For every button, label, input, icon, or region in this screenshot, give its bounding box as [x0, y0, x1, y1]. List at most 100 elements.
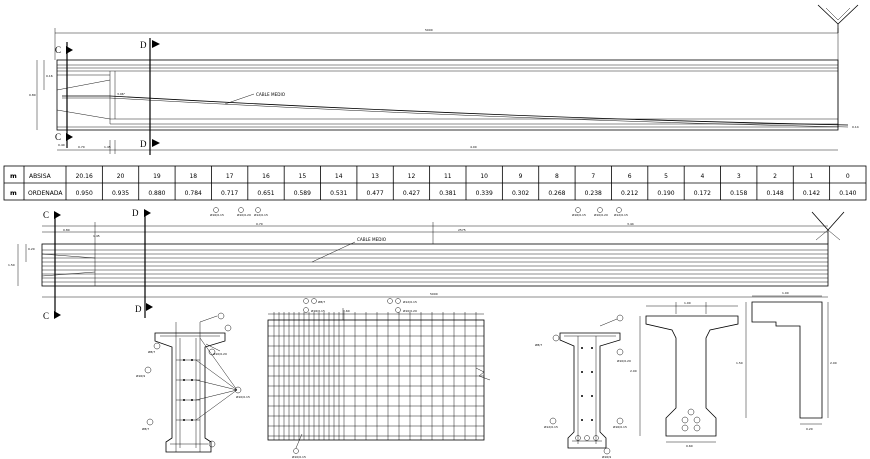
detail-right-callout-2: Ø10/0.20	[617, 358, 631, 363]
callout-left-2: Ø10/0.20	[237, 212, 251, 217]
table-abscissa-cell: 20.16	[76, 173, 93, 180]
top-end-value: 0.14	[852, 125, 859, 129]
table-ordinate-cell: 0.477	[366, 190, 383, 197]
north-symbol-bottom	[811, 211, 845, 244]
grid-callout-5: Ø10/0.15	[292, 454, 306, 459]
table-ordinate-cell: 0.717	[221, 190, 238, 197]
table-ordinate-cell: 0.190	[657, 190, 674, 197]
table-abscissa-cell: 1	[810, 173, 814, 180]
end-block-height-dim: 1.50	[736, 361, 743, 365]
elevation-top: 5000 3.96° CABLE MEDIO 0.14 0.80 0.16 0.…	[29, 4, 859, 155]
top-dim-long: 4.00	[470, 145, 477, 149]
table-unit-2: m	[10, 189, 17, 197]
bottom-dim-e: 3.44	[627, 222, 634, 226]
callout-right-1: Ø16/0.15	[572, 212, 586, 217]
detail-left-callout-1: Ø8/7	[148, 349, 155, 354]
table-abscissa-cell: 0	[846, 173, 850, 180]
section-mark-c-top: C	[55, 45, 61, 55]
table-abscissa-cell: 2	[773, 173, 777, 180]
table-abscissa-cell: 6	[628, 173, 632, 180]
section-mark-d-top-2: D	[132, 208, 139, 218]
cs-height-dim: 2.00	[630, 369, 637, 373]
top-total-length: 5000	[425, 28, 433, 32]
bottom-dim-a: 0.80	[63, 228, 70, 232]
section-mark-c-bottom: C	[55, 132, 61, 142]
section-detail-right: Ø8/7 Ø10/0.20 Ø12/0.15 Ø16/0.15 Ø16/9	[535, 314, 631, 459]
section-detail-left: Ø8/7 Ø16/9 Ø10/0.15 Ø8/7 Ø10/0.20	[136, 312, 250, 453]
table-ordinate-cell: 0.268	[548, 190, 565, 197]
callout-group-right: Ø16/0.15 Ø10/0.20 Ø12/0.15	[572, 207, 628, 217]
end-block-section: 1.00 1.50 2.00 0.20	[736, 291, 837, 431]
table-abscissa-cell: 4	[700, 173, 704, 180]
table-ordinate-cell: 0.531	[330, 190, 347, 197]
table-ordinate-cell: 0.212	[621, 190, 638, 197]
grid-dim: 0.60	[343, 309, 350, 313]
table-row1-label: ABSISA	[29, 173, 52, 180]
table-ordinate-cell: 0.651	[257, 190, 274, 197]
section-mark-d-bottom: D	[140, 139, 147, 149]
end-block-bottom-dim: 0.20	[806, 427, 813, 431]
table-unit-1: m	[10, 172, 17, 180]
top-dim-small-1: 0.70	[78, 145, 85, 149]
cs-flange-dim: 1.00	[684, 301, 691, 305]
table-ordinate-cell: 0.784	[185, 190, 202, 197]
table-abscissa-cell: 11	[444, 173, 452, 180]
top-side-dim-2: 0.16	[46, 74, 53, 78]
top-bottom-dim: 0.40	[58, 143, 65, 147]
table-abscissa-cell: 10	[480, 173, 488, 180]
table-abscissa-cell: 12	[408, 173, 416, 180]
elevation-bottom: CABLE MEDIO 0.80 1.45 0.70 2575 3.44 1.5…	[8, 207, 845, 321]
detail-right-callout-1: Ø8/7	[535, 342, 542, 347]
table-ordinate-cell: 0.172	[694, 190, 711, 197]
table-ordinate-cell: 0.381	[439, 190, 456, 197]
end-block-top-dim: 1.00	[782, 291, 789, 295]
bottom-dim-g: 0.20	[28, 247, 35, 251]
table-abscissa-cell: 19	[153, 173, 161, 180]
grid-callout-3: Ø12/0.15	[403, 299, 417, 304]
callout-group-left: Ø16/0.15 Ø10/0.20 Ø12/0.15	[210, 207, 268, 217]
table-ordinate-cell: 0.339	[476, 190, 493, 197]
table-ordinate-cell: 0.880	[148, 190, 165, 197]
table-ordinate-cell: 0.935	[112, 190, 129, 197]
table-ordinate-cell: 0.142	[803, 190, 820, 197]
table-abscissa-cell: 15	[299, 173, 307, 180]
detail-right-callout-4: Ø16/0.15	[613, 424, 627, 429]
table-ordinate-cell: 0.158	[730, 190, 747, 197]
bottom-dim-f: 1.50	[8, 263, 15, 267]
table-ordinate-cell: 0.148	[766, 190, 783, 197]
table-abscissa-cell: 3	[737, 173, 741, 180]
table-ordinate-cell: 0.140	[839, 190, 856, 197]
table-ordinate-cell: 0.427	[403, 190, 420, 197]
table-abscissa-cell: 9	[519, 173, 523, 180]
detail-right-callout-3: Ø12/0.15	[544, 424, 558, 429]
callout-left-3: Ø12/0.15	[254, 212, 268, 217]
table-cells: 20.160.950200.935190.880180.784170.71716…	[76, 166, 857, 200]
table-abscissa-cell: 17	[226, 173, 234, 180]
section-mark-c-bottom-2: C	[43, 311, 49, 321]
top-side-dim-1: 0.80	[29, 93, 36, 97]
table-ordinate-cell: 0.589	[294, 190, 311, 197]
table-abscissa-cell: 16	[262, 173, 270, 180]
table-abscissa-cell: 14	[335, 173, 343, 180]
table-abscissa-cell: 18	[189, 173, 197, 180]
table-row2-label: ORDENADA	[28, 190, 63, 197]
table-abscissa-cell: 20	[117, 173, 125, 180]
table-abscissa-cell: 7	[591, 173, 595, 180]
bottom-dim-d: 2575	[458, 228, 466, 232]
detail-right-callout-5: Ø16/9	[602, 454, 611, 459]
ordinate-table: m m ABSISA ORDENADA 20.160.950200.935190…	[3, 165, 867, 201]
section-mark-d-top: D	[140, 40, 147, 50]
callout-right-2: Ø10/0.20	[594, 212, 608, 217]
top-dim-small-2: 1.45	[104, 145, 111, 149]
bottom-dim-c: 0.70	[256, 222, 263, 226]
grid-callout-1: Ø8/7	[318, 299, 325, 304]
bottom-cable-label: CABLE MEDIO	[357, 237, 387, 242]
section-mark-d-bottom-2: D	[135, 304, 142, 314]
section-mark-c-top-2: C	[43, 210, 49, 220]
reinforcement-grid: 0.60 Ø8/7 Ø16/0.15 Ø12/0.15 Ø10/0.20 Ø10…	[267, 298, 491, 459]
detail-left-callout-3: Ø10/0.15	[236, 394, 250, 399]
table-ordinate-cell: 0.238	[585, 190, 602, 197]
table-abscissa-cell: 8	[555, 173, 559, 180]
table-ordinate-cell: 0.950	[76, 190, 93, 197]
